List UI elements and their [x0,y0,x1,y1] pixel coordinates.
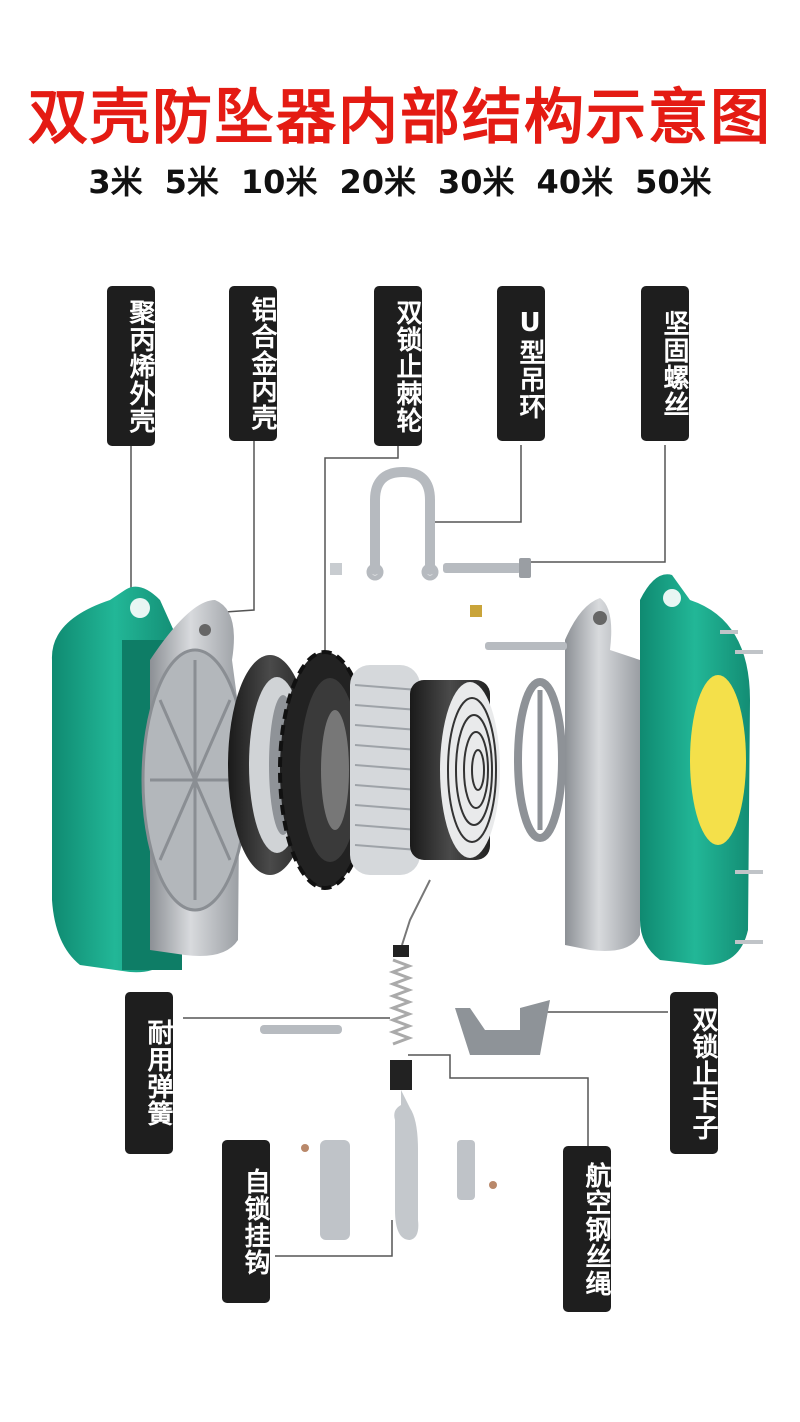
size-40m: 40米 [536,163,614,201]
leader-ratchet [324,445,399,650]
label-u-ring: U型吊环 [497,286,545,441]
gasket-ring [514,678,566,842]
size-30m: 30米 [438,163,515,201]
leader-u-ring [432,445,522,523]
label-spring: 耐用弹簧 [125,992,173,1154]
small-parts [301,1140,497,1240]
page-title: 双壳防坠器内部结构示意图 [28,83,772,153]
spiral-spring [410,680,500,860]
nut [330,563,342,575]
wire-drum [350,665,420,875]
size-50m: 50米 [635,163,712,201]
u-shackle [366,466,439,581]
size-20m: 20米 [339,163,416,201]
ratchet-wheel [278,650,372,890]
leader-wire-rope [408,1054,589,1150]
label-hook: 自锁挂钩 [222,1140,270,1303]
pin-top [485,642,567,650]
spring-pin [260,1025,342,1034]
brass-bushing [470,605,482,617]
leader-lines [130,440,668,1257]
wire-rope-assembly [388,879,431,1240]
lock-clip-part [455,1000,550,1055]
label-inner-shell: 铝合金内壳 [229,286,277,441]
size-options: 3米 5米 10米 20米 30米 40米 50米 [0,160,800,204]
label-lock-clip: 双锁止卡子 [670,992,718,1154]
label-wire-rope: 航空钢丝绳 [563,1146,611,1312]
leader-bolt [530,445,666,563]
size-5m: 5米 [164,163,219,201]
size-10m: 10米 [240,163,318,201]
label-outer-shell: 聚丙烯外壳 [107,286,155,446]
long-bolt [443,558,531,578]
label-bolt: 坚固螺丝 [641,286,689,441]
size-3m: 3米 [88,163,143,201]
leader-inner-shell [224,440,255,613]
inner-shell-left [141,600,249,956]
leader-hook [275,1220,393,1257]
inner-shell-right [565,598,640,951]
outer-shell-right [640,574,763,965]
label-ratchet: 双锁止棘轮 [374,286,422,446]
